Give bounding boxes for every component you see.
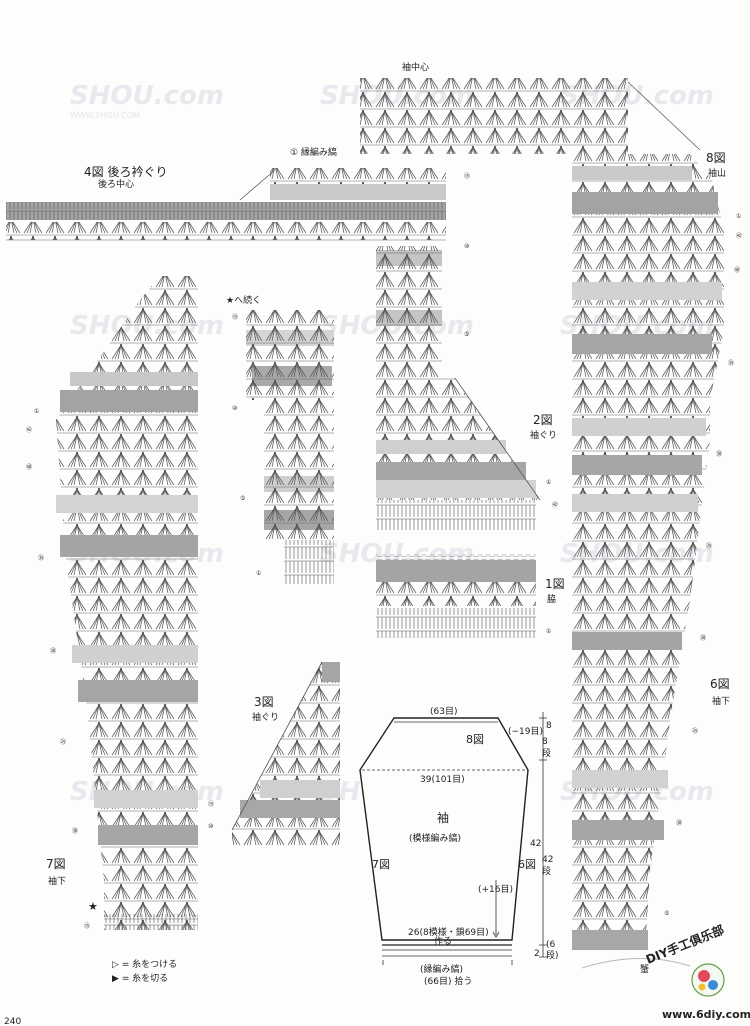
fig2-subtitle: 袖ぐり xyxy=(530,429,557,441)
schematic-bottom-count: 26(8模様・鎖69目) xyxy=(408,926,489,938)
fig7-subtitle: 袖下 xyxy=(48,875,66,887)
row-marker: ⑤ xyxy=(664,910,669,917)
row-marker: ⑳ xyxy=(700,634,706,642)
schematic-edging: (縁編み縞) xyxy=(420,963,463,975)
row-marker: ㉚ xyxy=(716,450,722,458)
sleeve-schematic xyxy=(359,712,547,965)
site-logo: 蟹 xyxy=(581,957,725,997)
row-marker: ⑩ xyxy=(232,405,237,412)
continue-star-label: ★へ続く xyxy=(226,294,261,306)
row-marker: ① xyxy=(546,479,551,486)
row-marker: ① xyxy=(736,213,741,220)
fig6-sleeve-underarm-chart xyxy=(572,154,724,950)
watermark-site: WWW.SHOU.COM xyxy=(70,111,140,120)
schematic-title: 袖 xyxy=(437,810,449,825)
row-marker: ⑳ xyxy=(50,647,56,655)
row-marker: ⑮ xyxy=(208,800,214,808)
dim-8c: 段 xyxy=(542,747,551,759)
schematic-pattern: (模様編み縞) xyxy=(409,832,461,844)
row-marker: ㉕ xyxy=(60,738,66,746)
continuation-column-chart xyxy=(246,310,334,584)
row-marker: ⑤ xyxy=(240,495,245,502)
schematic-dec: (−19目) xyxy=(508,726,543,737)
back-center-label: 後ろ中心 xyxy=(98,178,134,190)
row-marker: ㊷ xyxy=(736,232,742,240)
row-marker: ㉚ xyxy=(72,827,78,835)
row-marker: ⑮ xyxy=(84,922,90,930)
row-marker: ㉟ xyxy=(728,359,734,367)
row-marker: ㉟ xyxy=(38,554,44,562)
row-marker: ㊵ xyxy=(734,266,740,274)
row-marker: ㉕ xyxy=(692,727,698,735)
row-marker: ① xyxy=(256,570,261,577)
row-marker: ⑩ xyxy=(208,823,213,830)
row-marker: ㊷ xyxy=(26,426,32,434)
row-marker: ㊵ xyxy=(26,463,32,471)
row-marker: ⑤ xyxy=(464,331,469,338)
dim-6a: (6 xyxy=(546,940,556,950)
schematic-fig7: 7図 xyxy=(372,858,390,871)
logo-url: www.6diy.com xyxy=(662,1008,750,1021)
sleeve-center-label: 袖中心 xyxy=(402,61,429,73)
fig4-back-neckline-chart xyxy=(6,168,446,241)
logo-text: DIY手工俱乐部 xyxy=(644,922,727,967)
fig8-subtitle: 袖山 xyxy=(708,167,726,179)
page-number: 240 xyxy=(4,1017,21,1026)
star-marker: ★ xyxy=(88,900,98,913)
fig8-sleeve-cap-top-chart xyxy=(360,78,701,154)
fig1-title: 1図 xyxy=(545,577,565,591)
row-marker: ① xyxy=(546,628,551,635)
dim-8a: 8 xyxy=(546,721,552,731)
schematic-increase: (+16目) xyxy=(478,884,513,895)
fig7-sleeve-underarm-chart xyxy=(56,276,198,930)
schematic-fig6: 6図 xyxy=(518,858,536,871)
row-marker: ㉕ xyxy=(706,542,712,550)
dim-42a: 42 xyxy=(530,839,541,849)
watermark-brand: SHOU.com xyxy=(70,81,224,111)
row-marker: ⑮ xyxy=(464,172,470,180)
legend-attach: ▷ = 糸をつける xyxy=(112,958,177,970)
row-number-markers: ⑮ ⑩ ⑤ ⑮ ⑩ ⑤ ① ① ㊷ ㊵ ㉟ ⑳ ㉕ ㉚ ⑮ ⑮ ⑩ ① ㊷ ㊵ … xyxy=(26,172,742,930)
row-marker: ⑩ xyxy=(464,243,469,250)
fig1-side-seam-chart xyxy=(376,554,536,638)
row-marker: ⑮ xyxy=(232,313,238,321)
footer-brand: 蟹 xyxy=(640,963,649,975)
fig3-armhole-chart xyxy=(231,661,340,846)
edge-stripe-label: ① 縁編み縞 xyxy=(290,146,337,158)
dim-6b: 段) xyxy=(546,949,559,961)
dim-42b: 42 xyxy=(542,855,553,865)
dim-2: 2 xyxy=(534,949,540,959)
fig4-title: 4図 後ろ衿ぐり xyxy=(84,164,167,179)
fig3-title: 3図 xyxy=(254,695,274,709)
fig1-subtitle: 脇 xyxy=(547,594,556,605)
fig6-subtitle: 袖下 xyxy=(712,695,730,707)
schematic-width-mid: 39(101目) xyxy=(420,774,465,785)
dim-8b: 8 xyxy=(542,737,548,747)
fig8-title: 8図 xyxy=(706,151,726,165)
schematic-edge-count: (66目) 拾う xyxy=(424,975,472,987)
center-column-chart xyxy=(376,246,442,378)
fig2-armhole-chart xyxy=(376,377,541,530)
row-marker: ㉚ xyxy=(676,819,682,827)
fig2-title: 2図 xyxy=(533,413,553,427)
schematic-top-count: (63目) xyxy=(430,706,457,717)
fig7-title: 7図 xyxy=(46,857,66,871)
dim-42c: 段 xyxy=(542,865,551,877)
schematic-bottom-make: 作る xyxy=(434,935,452,947)
schematic-fig8: 8図 xyxy=(466,733,484,746)
row-marker: ㊷ xyxy=(552,501,558,509)
legend-cut: ▶ = 糸を切る xyxy=(112,972,168,984)
row-marker: ① xyxy=(34,408,39,415)
fig6-title: 6図 xyxy=(710,677,730,691)
fig3-subtitle: 袖ぐり xyxy=(252,711,279,723)
